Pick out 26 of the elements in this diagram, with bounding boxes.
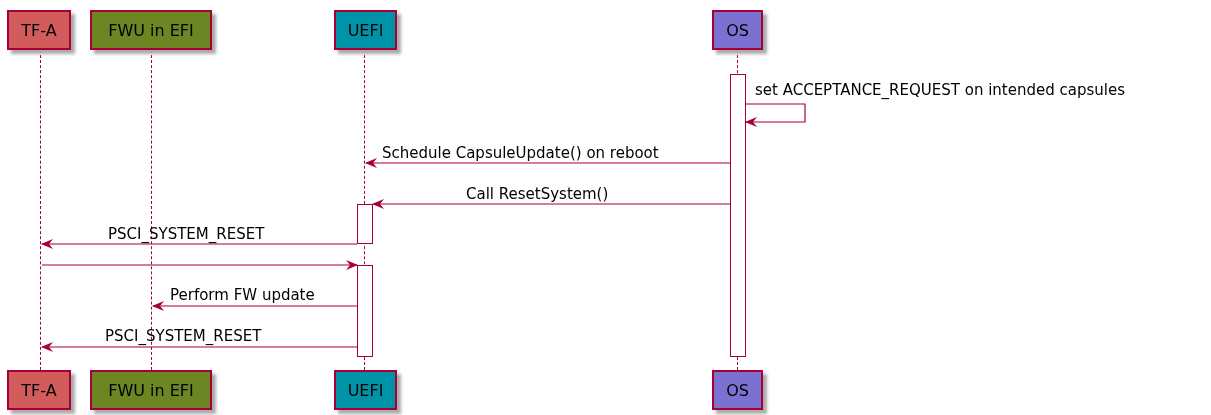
activation-bar bbox=[357, 204, 373, 244]
message-label: Call ResetSystem() bbox=[466, 185, 609, 203]
lifeline bbox=[151, 50, 153, 370]
message-label: set ACCEPTANCE_REQUEST on intended capsules bbox=[755, 81, 1125, 99]
message-label: Schedule CapsuleUpdate() on reboot bbox=[382, 144, 659, 162]
message-arrow bbox=[365, 158, 731, 168]
activation-bar bbox=[730, 74, 746, 357]
message-label: PSCI_SYSTEM_RESET bbox=[108, 225, 265, 243]
lifeline bbox=[40, 50, 42, 370]
message-arrow bbox=[372, 199, 731, 209]
participant-box: FWU in EFI bbox=[90, 10, 212, 50]
participant-box: TF-A bbox=[7, 10, 71, 50]
participant-box: OS bbox=[712, 370, 763, 410]
message-label: PSCI_SYSTEM_RESET bbox=[105, 327, 262, 345]
activation-bar bbox=[357, 265, 373, 357]
message-arrow bbox=[745, 103, 806, 127]
message-arrow bbox=[41, 342, 358, 352]
participant-box: OS bbox=[712, 10, 763, 50]
message-label: Perform FW update bbox=[170, 286, 315, 304]
participant-box: TF-A bbox=[7, 370, 71, 410]
message-arrow bbox=[41, 239, 358, 249]
message-arrow bbox=[152, 301, 358, 311]
participant-box: FWU in EFI bbox=[90, 370, 212, 410]
participant-box: UEFI bbox=[334, 370, 397, 410]
message-arrow bbox=[41, 260, 358, 270]
participant-box: UEFI bbox=[334, 10, 397, 50]
